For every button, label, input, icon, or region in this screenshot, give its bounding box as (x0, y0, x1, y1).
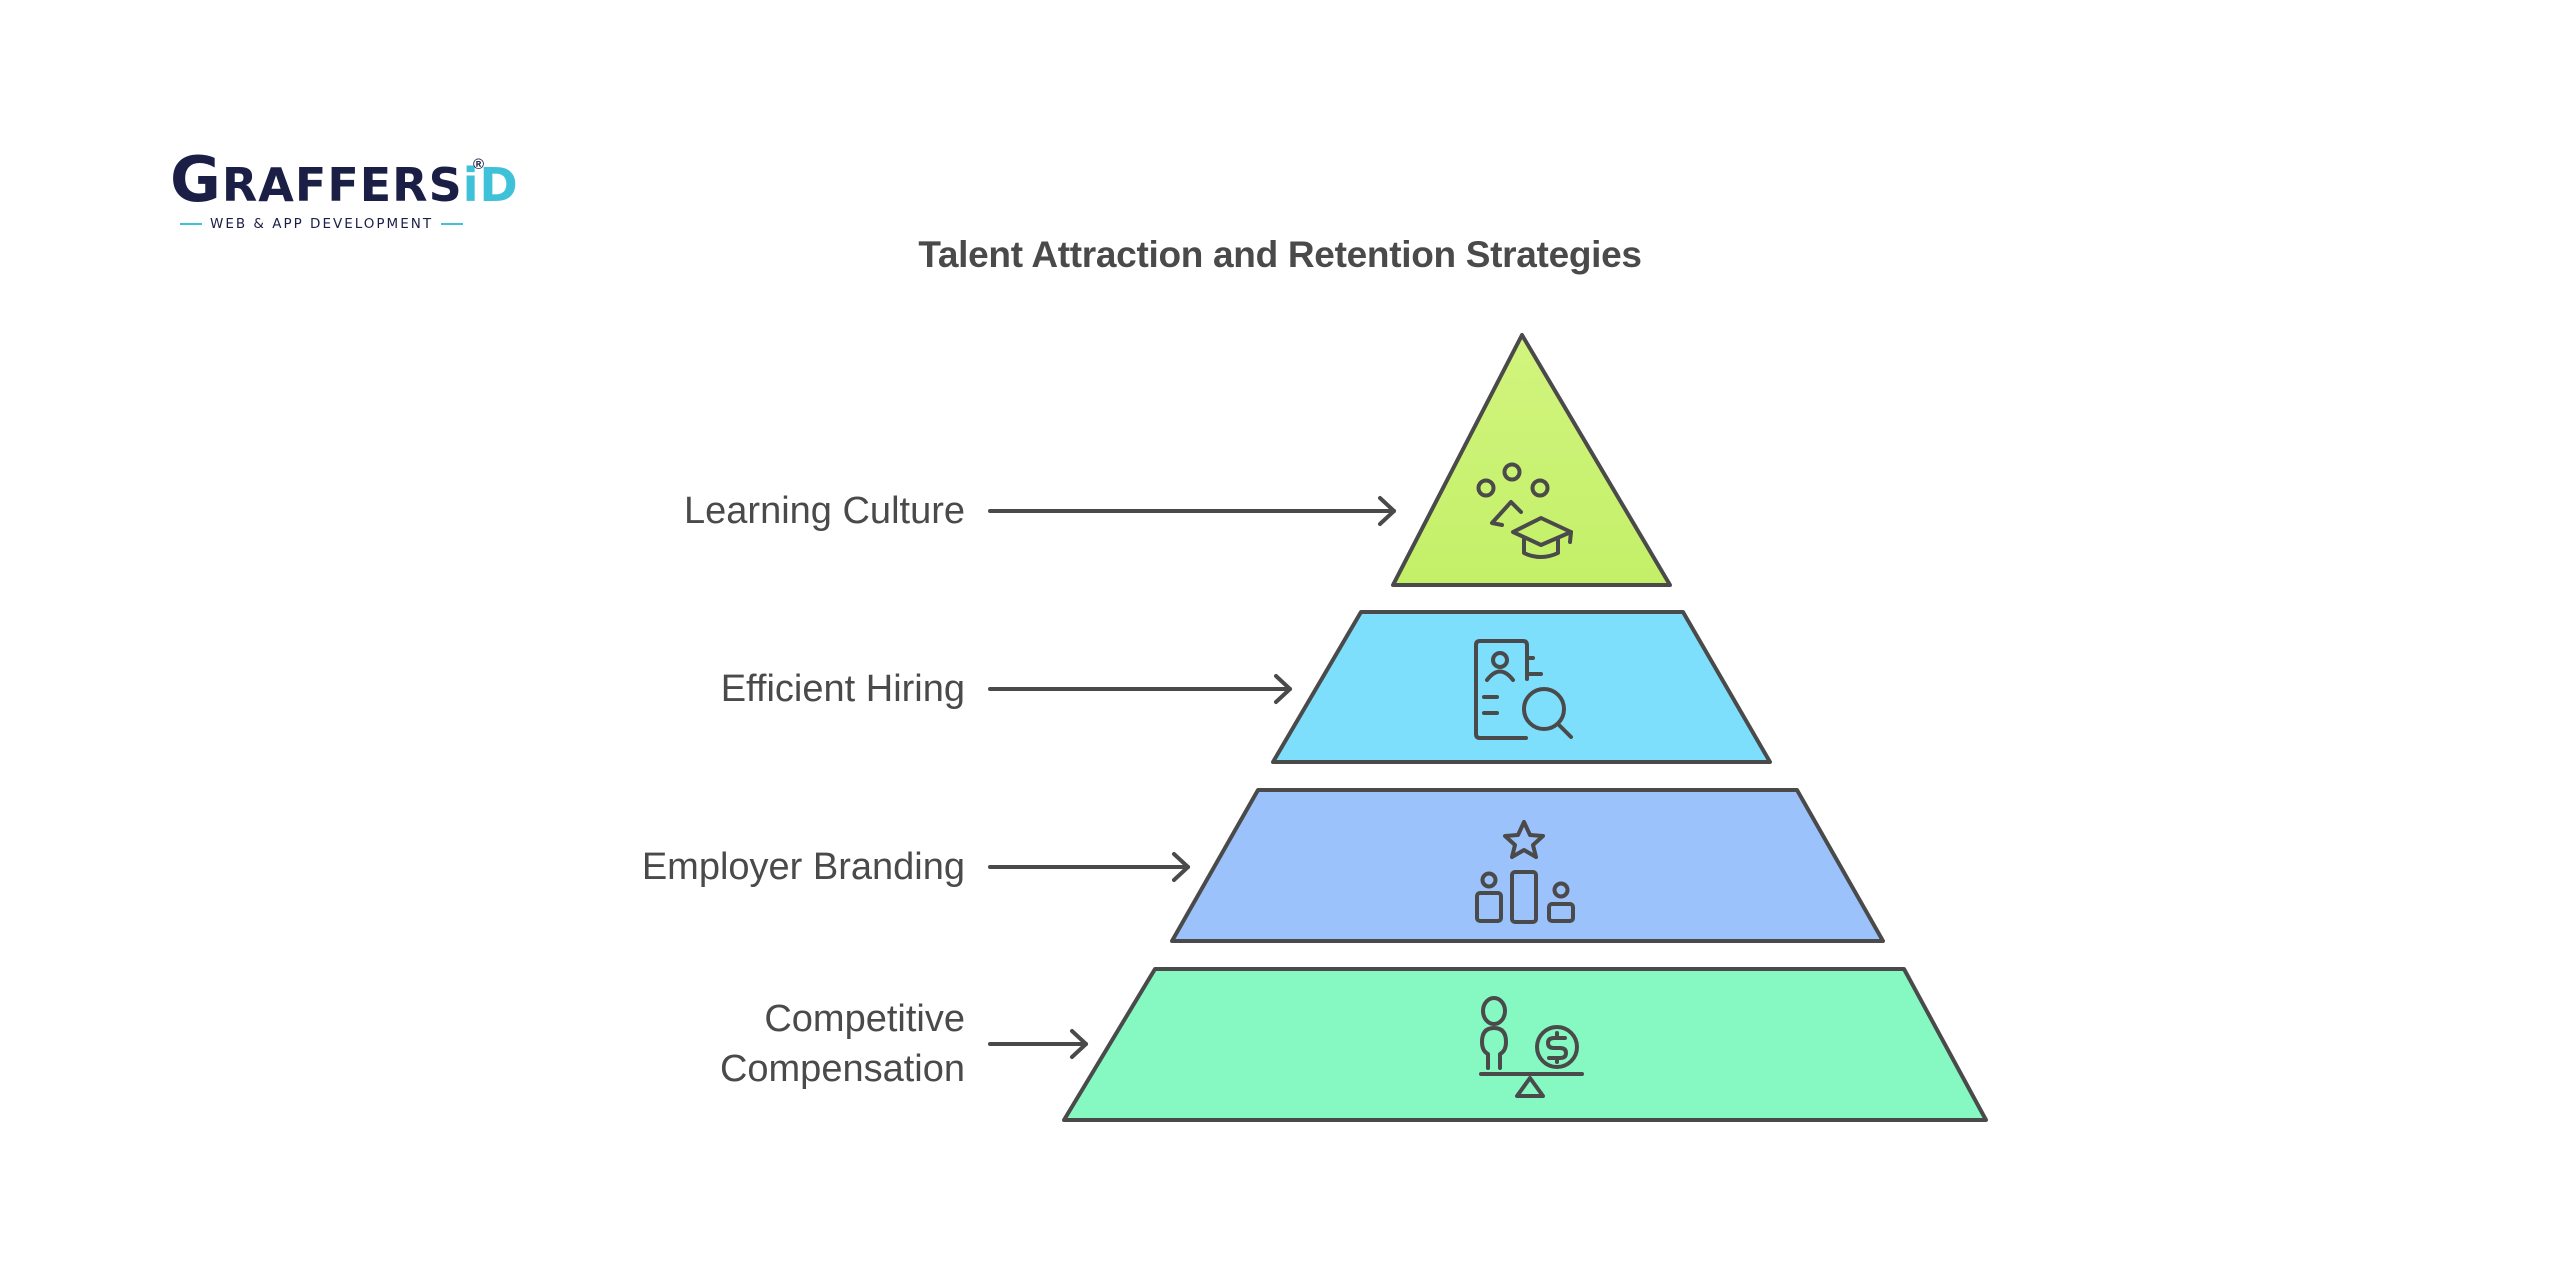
label-learning-culture: Learning Culture (684, 486, 965, 536)
candidate-search-icon (1474, 639, 1573, 740)
arrow-efficient-hiring (988, 674, 1292, 704)
label-efficient-hiring-text: Efficient Hiring (720, 668, 965, 710)
registered-mark: ® (473, 156, 485, 173)
label-employer-branding-text: Employer Branding (641, 846, 965, 888)
logo-letters-raffers: RAFFERS (221, 158, 463, 212)
logo-tagline: WEB & APP DEVELOPMENT (180, 216, 490, 232)
diagram-title: Talent Attraction and Retention Strategi… (0, 234, 2560, 276)
tagline-text: WEB & APP DEVELOPMENT (210, 216, 434, 232)
graffersid-logo: GRAFFERSiD ® WEB & APP DEVELOPMENT (170, 149, 518, 242)
label-employer-branding: Employer Branding (642, 842, 965, 892)
logo-wordmark: GRAFFERSiD (170, 149, 519, 213)
label-compensation-line2: Compensation (719, 1048, 965, 1090)
arrow-competitive-compensation (988, 1029, 1088, 1059)
tier-efficient-hiring (1271, 610, 1772, 764)
diagram-title-text: Talent Attraction and Retention Strategi… (918, 234, 1642, 275)
label-competitive-line1: Competitive (764, 998, 965, 1040)
logo-letter-g: G (170, 143, 222, 216)
compensation-balance-icon (1479, 996, 1584, 1098)
tagline-dash-left (180, 223, 202, 225)
arrow-learning-culture (988, 496, 1396, 526)
logo-letters-id: iD (462, 158, 519, 212)
label-efficient-hiring: Efficient Hiring (721, 664, 965, 714)
arrow-employer-branding (988, 852, 1190, 882)
tier-competitive-compensation (1062, 967, 1988, 1122)
label-competitive-compensation: Competitive Compensation (720, 994, 965, 1094)
tagline-dash-right (441, 223, 464, 225)
learning-graduation-icon (1476, 462, 1573, 559)
tier-learning-culture (1391, 333, 1672, 587)
podium-star-icon (1475, 820, 1575, 924)
tier-employer-branding (1170, 788, 1885, 943)
label-learning-culture-text: Learning Culture (684, 490, 965, 532)
